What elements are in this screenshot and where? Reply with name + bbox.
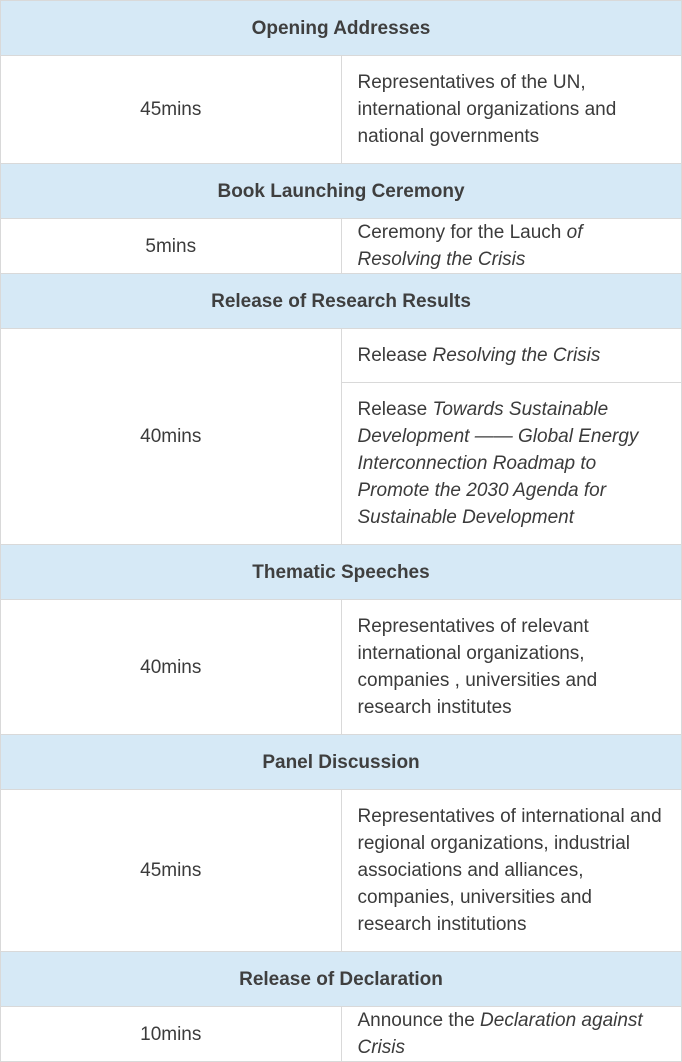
agenda-row: 45mins Representatives of the UN, intern… (0, 55, 682, 164)
description-text: Ceremony for the Lauch (357, 222, 567, 243)
agenda-row: 5mins Ceremony for the Lauch of Resolvin… (0, 218, 682, 274)
description-cell: Representatives of international and reg… (340, 789, 682, 952)
description-text: Representatives of relevant internationa… (357, 616, 598, 718)
description-cell: Release Towards Sustainable Development … (340, 382, 682, 545)
section-title: Panel Discussion (0, 734, 682, 790)
description-title-italic: of Resolving the Crisis (357, 222, 583, 270)
section-header-row: Panel Discussion (0, 734, 682, 790)
duration-cell: 45mins (0, 789, 342, 952)
section-header-row: Release of Research Results (0, 273, 682, 329)
duration-cell: 40mins (0, 599, 342, 735)
section-title: Release of Research Results (0, 273, 682, 329)
duration-cell: 40mins (0, 328, 342, 545)
description-text: Representatives of the UN, international… (357, 72, 617, 147)
description-cell: Representatives of the UN, international… (340, 55, 682, 164)
agenda-row: 10mins Announce the Declaration against … (0, 1006, 682, 1062)
description-title-italic: Resolving the Crisis (432, 345, 601, 366)
section-header-row: Thematic Speeches (0, 544, 682, 600)
description-title-italic: Towards Sustainable Development —— Globa… (357, 399, 639, 528)
agenda-row: 40mins Release Resolving the Crisis (0, 328, 682, 545)
section-header-row: Opening Addresses (0, 0, 682, 56)
section-title: Release of Declaration (0, 951, 682, 1007)
agenda-row: 45mins Representatives of international … (0, 789, 682, 952)
description-cell: Ceremony for the Lauch of Resolving the … (340, 218, 682, 274)
section-header-row: Release of Declaration (0, 951, 682, 1007)
duration-cell: 5mins (0, 218, 342, 274)
description-text: Representatives of international and reg… (357, 806, 662, 935)
section-title: Thematic Speeches (0, 544, 682, 600)
section-title: Opening Addresses (0, 0, 682, 56)
agenda-row: 40mins Representatives of relevant inter… (0, 599, 682, 735)
duration-cell: 10mins (0, 1006, 342, 1062)
description-cell: Announce the Declaration against Crisis (340, 1006, 682, 1062)
duration-cell: 45mins (0, 55, 342, 164)
agenda-row: Release Towards Sustainable Development … (1, 382, 682, 545)
description-text: Announce the (357, 1010, 481, 1031)
description-text: Release (357, 399, 433, 420)
description-text: Release (357, 345, 433, 366)
description-cell: Representatives of relevant internationa… (340, 599, 682, 735)
section-title: Book Launching Ceremony (0, 163, 682, 219)
description-cell: Release Resolving the Crisis (340, 328, 682, 383)
section-header-row: Book Launching Ceremony (0, 163, 682, 219)
